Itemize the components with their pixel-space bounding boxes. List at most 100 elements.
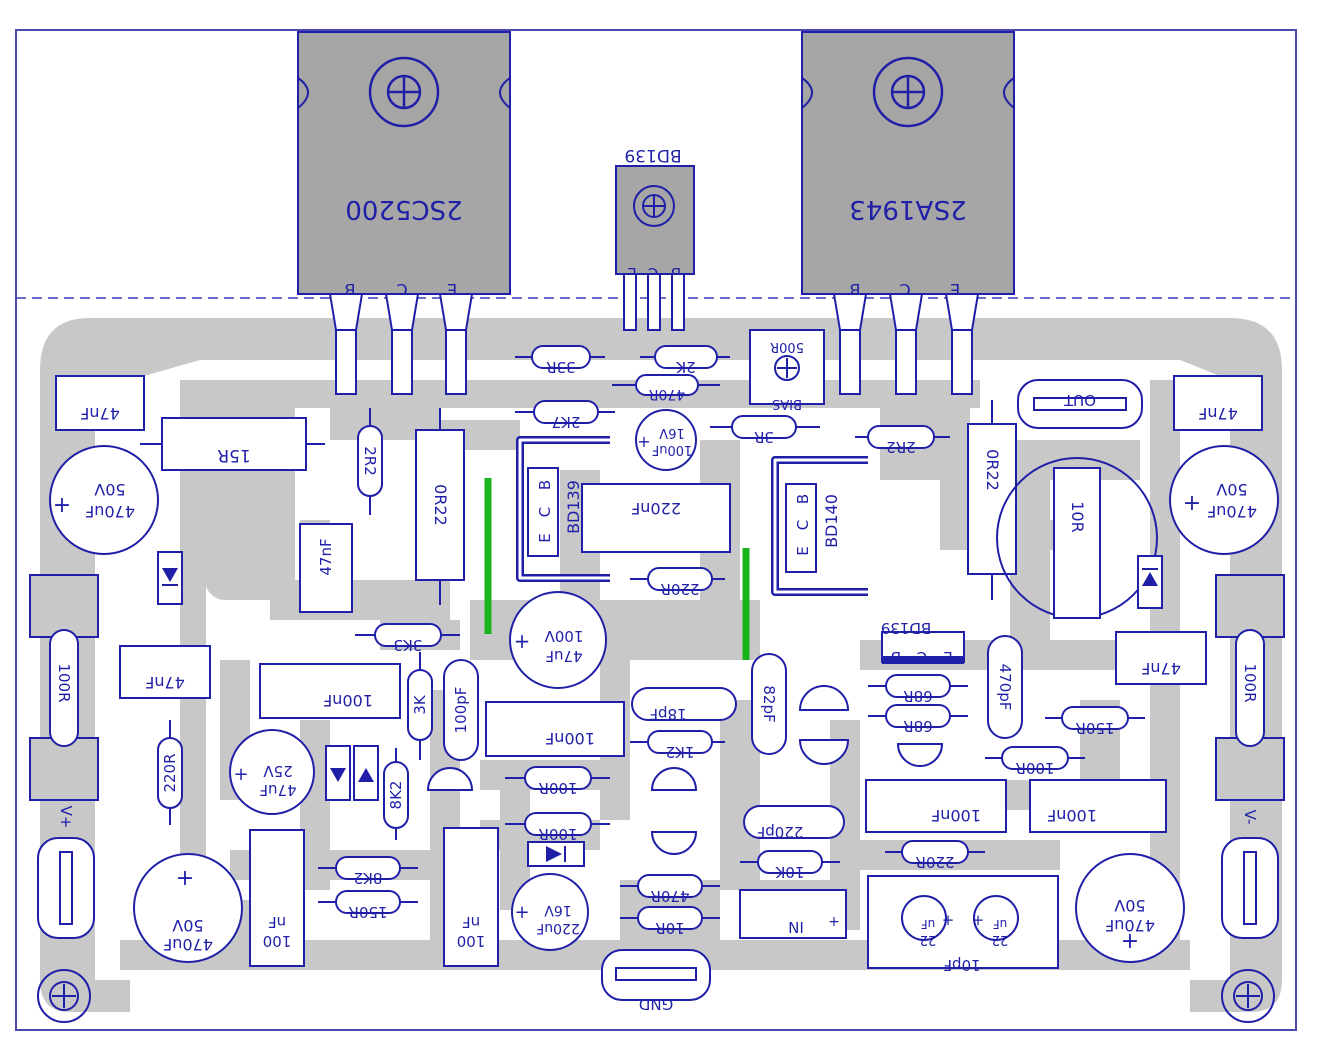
svg-text:220R: 220R: [915, 853, 954, 871]
svg-text:47nF: 47nF: [1141, 659, 1181, 678]
capacitor-100nf-vertical-left: 100 nF: [249, 829, 305, 967]
svg-text:100R: 100R: [1015, 759, 1054, 777]
svg-text:47uF: 47uF: [259, 781, 296, 799]
svg-text:3R: 3R: [754, 428, 774, 446]
svg-text:10K: 10K: [774, 863, 804, 881]
fuse-left: 100R: [29, 574, 99, 801]
q5-label: BD140: [822, 494, 841, 548]
capacitor-220pf: 220pF: [743, 805, 845, 841]
capacitor-47nf-right: 47nF: [1115, 631, 1207, 685]
transistor-bd139-bias: E C B BD139: [881, 619, 965, 666]
electrolytic-470uf-bottom-right: 470uF 50V +: [1075, 853, 1185, 963]
resistor-470r-top: 470R: [612, 374, 720, 402]
mounting-hole-right: [1221, 969, 1275, 1023]
svg-text:100R: 100R: [538, 779, 577, 797]
svg-text:16V: 16V: [544, 902, 572, 918]
resistor-68r-b: 68R: [868, 704, 968, 735]
in-label: IN: [788, 918, 804, 936]
q3-label: BD139: [624, 145, 681, 165]
svg-text:100nF: 100nF: [931, 806, 981, 825]
connector-vminus: V-: [1221, 810, 1279, 939]
svg-text:100pF: 100pF: [452, 687, 470, 734]
svg-text:+: +: [1121, 929, 1139, 954]
resistor-15r: 15R: [140, 417, 325, 471]
svg-text:2K7: 2K7: [552, 413, 581, 431]
electrolytic-22uf-b: 22 uF +: [972, 895, 1019, 947]
electrolytic-22uf-a: 22 uF +: [901, 895, 955, 947]
capacitor-47nf-top-left: 47nF: [55, 375, 145, 431]
electrolytic-470uf-right: 470uF 50V +: [1169, 445, 1279, 555]
mounting-hole-left: [37, 969, 91, 1023]
q5-pin-e: E: [794, 546, 812, 555]
svg-text:68R: 68R: [903, 687, 933, 705]
bias-label: BIAS: [772, 396, 802, 411]
svg-text:nF: nF: [462, 913, 480, 931]
capacitor-47nf-top-right: 47nF: [1173, 375, 1263, 431]
capacitor-100nf-vertical-mid: 100 nF: [443, 827, 499, 967]
resistor-3r: 3R: [710, 415, 820, 446]
diode-right: [1137, 555, 1163, 609]
svg-text:10R: 10R: [655, 919, 685, 937]
capacitor-47nf-middle: 47nF: [299, 523, 353, 613]
electrolytic-47uf-25v: 47uF 25V +: [229, 729, 315, 815]
svg-text:50V: 50V: [1216, 480, 1247, 499]
svg-text:100R: 100R: [538, 825, 577, 843]
svg-text:47nF: 47nF: [80, 404, 120, 423]
in-plus: +: [828, 914, 840, 930]
svg-text:100nF: 100nF: [1047, 806, 1097, 825]
svg-text:47nF: 47nF: [145, 673, 185, 692]
svg-text:50V: 50V: [94, 480, 125, 499]
capacitor-100nf-d: 100nF: [1029, 779, 1167, 833]
resistor-2k7: 2K7: [515, 400, 615, 431]
resistor-220r-mid: 220R: [630, 567, 725, 598]
svg-text:220uF: 220uF: [536, 920, 580, 936]
q4-pin-c: C: [536, 507, 554, 517]
transistor-2sa1943: 2SA1943 B C E: [801, 31, 1015, 395]
vminus-label: V-: [1241, 810, 1259, 825]
q2-pin-b: B: [850, 280, 861, 299]
svg-text:3K3: 3K3: [394, 636, 423, 654]
svg-text:470uF: 470uF: [163, 935, 213, 954]
q1-pin-c: C: [396, 280, 407, 299]
svg-text:220R: 220R: [660, 580, 699, 598]
svg-text:8K2: 8K2: [387, 781, 405, 810]
svg-text:8K2: 8K2: [354, 869, 383, 887]
resistor-2r2-left: 2R2: [357, 408, 383, 515]
svg-text:+: +: [514, 629, 531, 653]
q2-label: 2SA1943: [849, 194, 966, 224]
svg-text:2K: 2K: [675, 358, 696, 376]
svg-text:10R: 10R: [1068, 501, 1087, 532]
out-label: OUT: [1063, 391, 1096, 409]
electrolytic-47uf-100v: 47uF 100V +: [509, 591, 607, 689]
svg-text:47nF: 47nF: [1198, 404, 1238, 423]
q6-pin-b: B: [891, 648, 901, 666]
q4-pin-e: E: [536, 533, 554, 542]
diode-pair: [325, 745, 379, 801]
svg-text:50V: 50V: [172, 916, 203, 935]
resistor-0r22-right: 0R22: [967, 400, 1017, 600]
svg-text:10pF: 10pF: [943, 956, 980, 974]
svg-text:2R2: 2R2: [886, 438, 916, 456]
svg-text:220nF: 220nF: [631, 499, 681, 518]
svg-text:uF: uF: [921, 917, 936, 931]
connector-out: OUT: [1017, 379, 1143, 429]
svg-text:100R: 100R: [1241, 663, 1259, 702]
svg-text:+: +: [637, 432, 650, 451]
q4-label: BD139: [564, 480, 583, 534]
resistor-150r-left: 150R: [318, 890, 418, 921]
svg-text:150R: 150R: [348, 903, 387, 921]
connector-vplus: V+: [37, 806, 95, 939]
diode-left: [157, 551, 183, 605]
electrolytic-470uf-bottom-left: 470uF 50V +: [133, 853, 243, 963]
q6-label: BD139: [881, 619, 931, 637]
q5-pin-b: B: [794, 494, 812, 504]
q1-label: 2SC5200: [345, 194, 462, 224]
svg-text:3K: 3K: [411, 694, 429, 715]
svg-text:68R: 68R: [903, 717, 933, 735]
to92-transistors: [426, 685, 944, 855]
bias-value: 500R: [770, 339, 804, 354]
svg-text:+: +: [942, 911, 955, 929]
resistor-100r-b: 100R: [505, 812, 610, 843]
resistor-10k: 10K: [740, 850, 840, 881]
svg-text:100R: 100R: [55, 663, 73, 702]
